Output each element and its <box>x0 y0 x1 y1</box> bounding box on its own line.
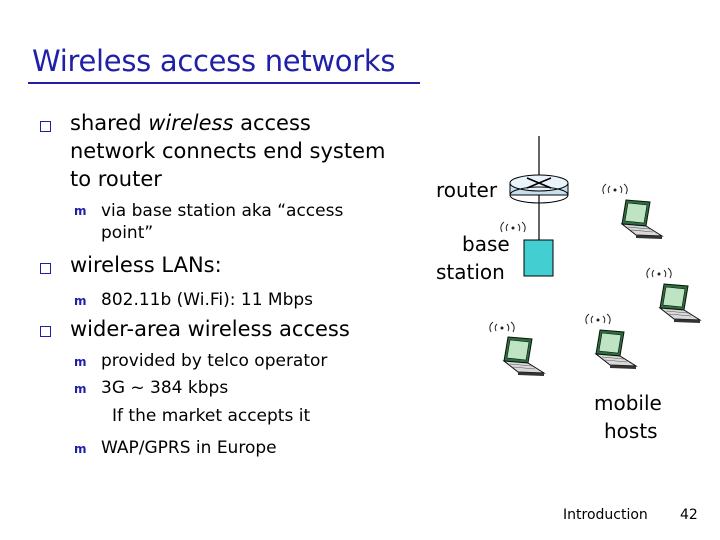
sub-bullet-icon: m <box>74 355 87 369</box>
page-number: 42 <box>680 507 698 523</box>
sub-bullet-icon: m <box>74 204 87 218</box>
station-label: station <box>436 260 505 284</box>
bullet-text: shared <box>70 111 149 135</box>
bullet-wider-area: wider-area wireless access <box>70 317 350 341</box>
square-bullet-icon <box>40 263 51 274</box>
sub-bullet-3g: 3G ~ 384 kbps <box>101 378 229 398</box>
bullet-line: to router <box>70 167 162 191</box>
laptop-icon <box>585 313 637 370</box>
note-market: If the market accepts it <box>112 406 311 426</box>
sub-bullet-icon: m <box>74 442 87 456</box>
bullet-shared-wireless: shared wireless access <box>70 110 311 137</box>
sub-bullet-telco: provided by telco operator <box>101 351 328 371</box>
mobile-label: mobile <box>594 391 662 415</box>
sub-bullet-base-station: via base station aka “access <box>101 201 344 221</box>
base-label: base <box>462 232 510 256</box>
bullet-text: access <box>233 111 311 135</box>
laptop-icon <box>646 267 701 324</box>
router-label: router <box>436 178 498 202</box>
square-bullet-icon <box>40 121 51 132</box>
bullet-emphasis: wireless <box>148 111 234 135</box>
footer-section: Introduction <box>563 507 648 523</box>
title-underline <box>28 82 420 84</box>
bullet-line: network connects end system <box>70 139 386 163</box>
sub-bullet-line: point” <box>101 223 154 243</box>
bullet-wireless-lans: wireless LANs: <box>70 253 222 277</box>
base-station-icon <box>500 221 554 277</box>
router-icon <box>509 174 569 204</box>
sub-bullet-icon: m <box>74 294 87 308</box>
sub-bullet-80211b: 802.11b (Wi.Fi): 11 Mbps <box>101 290 314 310</box>
hosts-label: hosts <box>604 419 658 443</box>
laptop-icon <box>489 321 545 377</box>
sub-bullet-wap: WAP/GPRS in Europe <box>101 438 277 458</box>
slide-title: Wireless access networks <box>32 44 396 78</box>
laptop-icon <box>602 183 663 240</box>
sub-bullet-icon: m <box>74 382 87 396</box>
square-bullet-icon <box>40 326 51 337</box>
